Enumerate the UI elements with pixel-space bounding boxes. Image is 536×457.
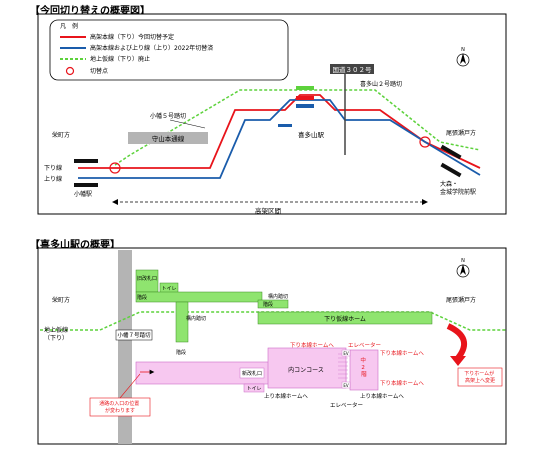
stair-block [349,349,379,391]
komaki7-label: 小幡７号踏切 [117,331,151,339]
komaki-platform-1 [74,159,98,163]
nobori-home-label-2: 上り本線ホームへ [360,392,404,400]
new-gate-label: 新改札口 [242,370,262,377]
legend-item-blue: 高架本線および上り線（上り）2022年切替済 [90,44,213,52]
green-stair-1 [175,301,189,343]
north-arrow-2-icon: N [456,258,470,278]
legend: 凡 例 高架本線（下り）今回切替予定 高架本線および上り線（上り）2022年切替… [49,19,289,81]
ground-temp-line-2 [40,311,506,331]
tsuro-note: 通路の入口の位置 が変わります [99,400,141,414]
sakae-label-1: 栄町方 [52,131,70,139]
concourse-label: 内コンコース [288,366,324,374]
switch-point-right-icon [419,136,431,148]
kudari-home-label-3: 下り本線ホームへ [380,379,424,387]
elevator-1-label: エレベーター [348,341,381,349]
concourse-block [267,347,347,389]
nobori-home-label-1: 上り本線ホームへ [264,392,308,400]
elevator-2-label: エレベーター [330,401,363,409]
toilet-1-label: トイレ [161,286,176,292]
komaki5-label: 小幡５号踏切 [150,112,186,120]
kudari-home-label-2: 下り本線ホームへ [380,349,424,357]
kaidan-2-label: 階段 [176,349,186,356]
legend-item-green: 地上仮線（下り）廃止 [90,55,150,63]
obase-label-2: 尾張瀬戸方 [446,296,476,304]
chijo-label: 地上仮線 （下り） [44,326,70,342]
platform-note: 下りホームが 高架上へ変更 [464,370,495,384]
koumu-label: 構内踏切 [186,315,206,322]
svg-text:N: N [461,47,465,53]
kudari-platform-block [257,311,433,325]
kudari-platform-label: 下り仮線ホーム [324,315,366,323]
sakae-label-2: 栄町方 [52,296,70,304]
legend-title: 凡 例 [60,22,78,30]
koumu-label-2: 構内踏切 [268,293,288,300]
omori-platform-2 [440,162,462,178]
platform-change-arrow [446,323,468,360]
ev-2-label: EV [343,383,349,388]
legend-item-red: 高架本線（下り）今回切替予定 [90,33,174,41]
platform-small [278,124,292,127]
chujo-label: 中 2 階 [360,356,367,378]
komaki-station-label: 小幡駅 [74,190,92,198]
old-gate-label: 旧改札口 [137,275,157,282]
north-arrow-icon: N [456,47,470,67]
komaki-platform-2 [74,183,98,187]
toilet-2-label: トイレ [246,386,261,392]
kaidan-1-label: 階段 [137,294,147,301]
obase-label-1: 尾張瀬戸方 [446,129,476,137]
platform-green [296,86,314,90]
kouka-label: 高架区間 [255,206,281,215]
kaidan-3-label: 階段 [263,301,273,308]
komaki7-road [118,250,132,444]
kitayama-station-label: 喜多山駅 [298,130,325,139]
svg-text:N: N [461,258,465,264]
diagram1-title: 【今回切り替えの概要図】 [30,6,150,17]
kokudo-label: 国道３０２号 [333,65,373,74]
diagram2-title: 【喜多山駅の概要】 [30,240,120,251]
legend-item-switch: 切替点 [90,67,108,75]
kitaokayama2-label: 喜多山２号踏切 [360,80,402,88]
switch-point-left-icon [109,162,121,174]
switch-point-icon [65,66,75,76]
moriyama-road [128,132,208,144]
ground-temp-line [114,89,481,166]
moriyama-label: 守山本通線 [152,134,185,143]
platform-red [296,96,314,100]
kudari-home-label-1: 下り本線ホームへ [290,341,334,349]
kudari-line [78,94,481,169]
omori-station-label: 大森・ 金城学院前駅 [440,180,476,196]
ev-1-label: EV [343,351,349,356]
nobori-label: 上り線 [44,175,62,183]
omori-platform-1 [440,144,462,160]
platform-blue [296,104,314,108]
old-corridor [135,291,263,303]
kudari-label: 下り線 [44,164,62,172]
